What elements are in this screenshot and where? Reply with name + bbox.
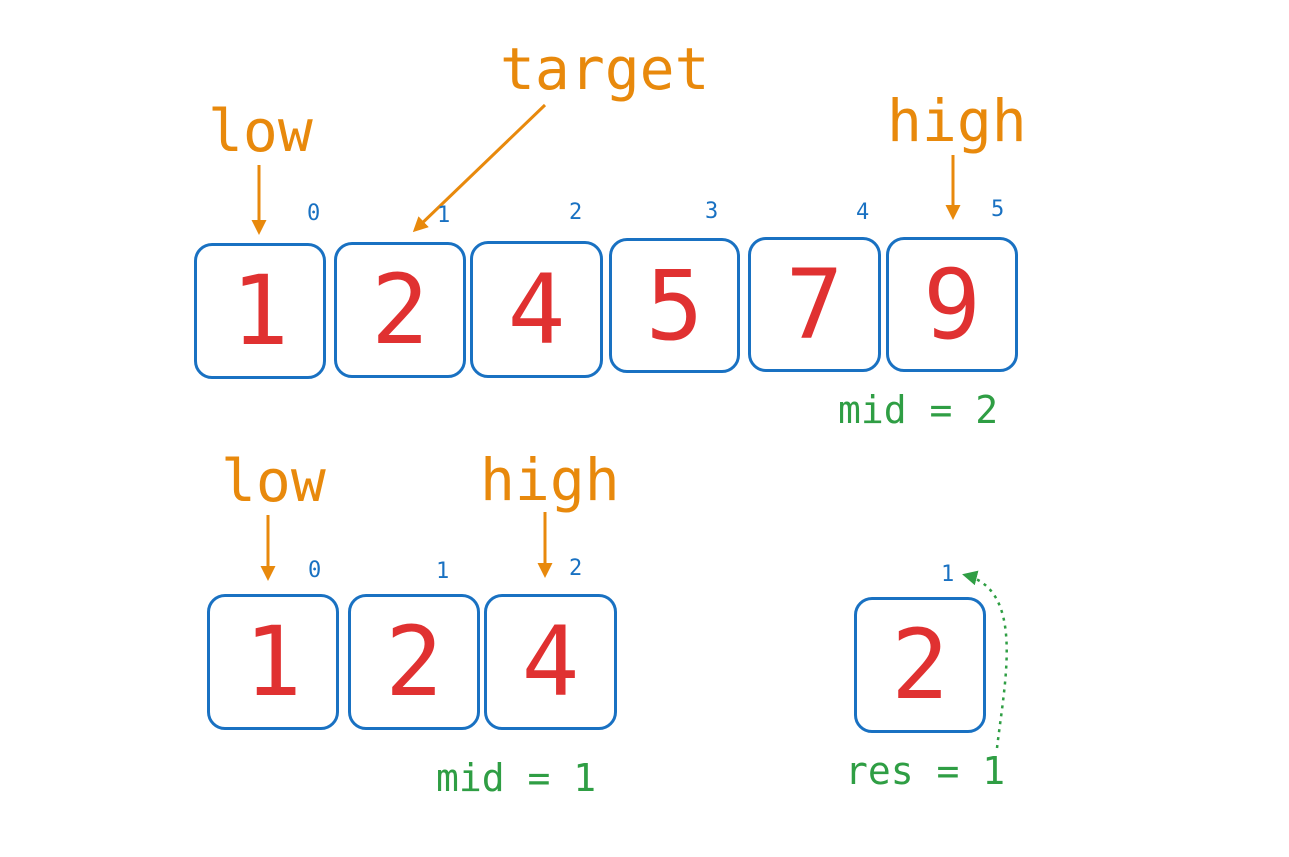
- low-label-bottom: low: [221, 447, 326, 515]
- high-label-top: high: [887, 87, 1027, 155]
- array-index: 1: [436, 559, 450, 584]
- mid-label-bottom: mid = 1: [436, 756, 597, 800]
- array-index: 2: [569, 556, 583, 581]
- array-index: 5: [991, 197, 1005, 222]
- array-index: 0: [308, 558, 322, 583]
- target-arrow: [412, 103, 547, 233]
- mid-label-top: mid = 2: [838, 388, 999, 432]
- array-cell: 2: [348, 594, 480, 730]
- array-cell: 5: [609, 238, 740, 373]
- target-label: target: [500, 35, 710, 103]
- array-index: 0: [307, 201, 321, 226]
- array-cell: 4: [484, 594, 617, 730]
- array-index: 1: [437, 203, 451, 228]
- array-cell: 1: [194, 243, 326, 379]
- low-label-top: low: [208, 97, 313, 165]
- array-index: 4: [856, 200, 870, 225]
- res-arrow: [962, 570, 1008, 749]
- array-cell: 7: [748, 237, 881, 372]
- result-index: 1: [941, 562, 955, 587]
- high-label-bottom: high: [480, 446, 620, 514]
- array-index: 3: [705, 199, 719, 224]
- array-cell: 1: [207, 594, 339, 730]
- array-cell: 2: [334, 242, 466, 378]
- array-cell: 4: [470, 241, 603, 378]
- array-cell: 9: [886, 237, 1018, 372]
- result-cell: 2: [854, 597, 986, 733]
- array-index: 2: [569, 200, 583, 225]
- result-label: res = 1: [845, 749, 1006, 793]
